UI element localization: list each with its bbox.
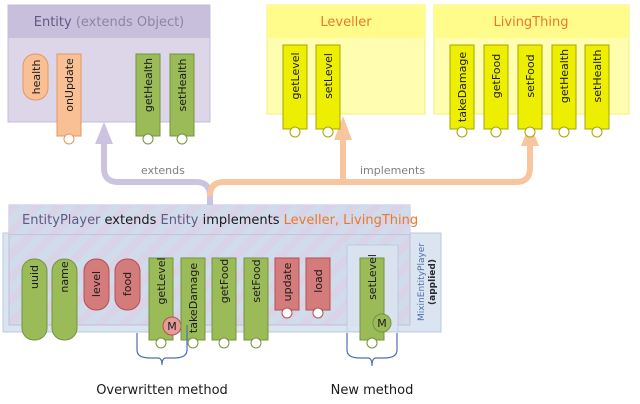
- implements-label: implements: [360, 164, 425, 177]
- svg-text:takeDamage: takeDamage: [456, 52, 469, 122]
- svg-text:getHealth: getHealth: [558, 49, 571, 103]
- entityplayer-method-setfood[interactable]: setFood: [243, 257, 269, 349]
- new-method-caption: New method: [331, 383, 414, 398]
- entity-method-onupdate[interactable]: onUpdate: [56, 53, 82, 145]
- new-method-brace: [346, 333, 398, 367]
- entityplayer-title: EntityPlayer extends Entity implements L…: [22, 213, 418, 228]
- method-port: [187, 337, 199, 349]
- svg-text:setHealth: setHealth: [591, 50, 604, 103]
- svg-text:update: update: [281, 262, 294, 301]
- svg-text:getLevel: getLevel: [289, 52, 302, 99]
- leveller-interface-box: Leveller getLevel setLevel: [266, 4, 426, 138]
- livingthing-interface-box: LivingThing takeDamage getFood setFood getH…: [433, 4, 630, 138]
- leveller-method-setlevel[interactable]: setLevel: [315, 44, 341, 138]
- svg-text:health: health: [30, 60, 43, 95]
- svg-text:name: name: [58, 261, 71, 292]
- svg-text:getFood: getFood: [490, 54, 503, 98]
- svg-text:getHealth: getHealth: [142, 58, 155, 112]
- implements-arrow: implements: [207, 116, 539, 197]
- entity-method-sethealth[interactable]: setHealth: [169, 53, 195, 145]
- svg-text:getFood: getFood: [218, 259, 231, 303]
- method-port: [281, 307, 293, 319]
- method-port: [312, 307, 324, 319]
- svg-text:setFood: setFood: [524, 54, 537, 97]
- entity-method-gethealth[interactable]: getHealth: [135, 53, 161, 145]
- svg-text:setFood: setFood: [250, 259, 263, 302]
- entity-field-health[interactable]: health: [22, 53, 49, 101]
- svg-text:load: load: [312, 269, 325, 293]
- entityplayer-method-update[interactable]: update: [274, 257, 300, 319]
- entityplayer-field-food[interactable]: food: [114, 258, 141, 311]
- method-port: [155, 337, 167, 349]
- livingthing-title: LivingThing: [494, 15, 569, 30]
- livingthing-method-takedamage[interactable]: takeDamage: [449, 44, 475, 138]
- svg-text:getLevel: getLevel: [155, 257, 168, 304]
- svg-text:setLevel: setLevel: [366, 254, 379, 300]
- entityplayer-field-uuid[interactable]: uuid: [21, 258, 48, 341]
- mixin-name: MixinEntityPlayer: [417, 243, 427, 321]
- method-port: [218, 337, 230, 349]
- method-port: [366, 337, 378, 349]
- livingthing-method-gethealth[interactable]: getHealth: [551, 44, 577, 138]
- svg-text:setHealth: setHealth: [176, 59, 189, 112]
- entityplayer-field-name[interactable]: name: [51, 258, 78, 341]
- mixin-marker-icon: M: [372, 313, 392, 333]
- svg-text:M: M: [167, 320, 177, 333]
- svg-text:onUpdate: onUpdate: [63, 58, 76, 112]
- implements-arrowhead-leveller: [334, 116, 352, 140]
- entityplayer-method-load[interactable]: load: [305, 257, 331, 319]
- mixin-marker-icon: M: [162, 316, 182, 336]
- livingthing-method-sethealth[interactable]: setHealth: [584, 44, 610, 138]
- svg-text:food: food: [121, 272, 134, 296]
- leveller-method-getlevel[interactable]: getLevel: [282, 44, 308, 138]
- extends-label: extends: [141, 164, 185, 177]
- method-port: [250, 337, 262, 349]
- svg-text:uuid: uuid: [28, 265, 41, 289]
- svg-text:takeDamage: takeDamage: [187, 263, 200, 333]
- entityplayer-field-level[interactable]: level: [83, 258, 110, 311]
- livingthing-method-setfood[interactable]: setFood: [517, 44, 543, 138]
- overwritten-method-caption: Overwritten method: [96, 383, 228, 398]
- entity-title: Entity (extends Object): [34, 15, 185, 30]
- leveller-title: Leveller: [320, 15, 372, 30]
- svg-text:level: level: [90, 271, 103, 297]
- svg-text:setLevel: setLevel: [322, 53, 335, 99]
- extends-arrowhead: [95, 122, 113, 144]
- livingthing-method-getfood[interactable]: getFood: [483, 44, 509, 138]
- entity-class-box: Entity (extends Object) health onUpdate …: [7, 4, 211, 145]
- overwritten-brace: [136, 325, 188, 366]
- entityplayer-method-getfood[interactable]: getFood: [211, 257, 237, 349]
- svg-text:M: M: [377, 317, 387, 330]
- mixin-status: (applied): [428, 259, 438, 305]
- entityplayer-method-takedamage[interactable]: takeDamage: [180, 257, 206, 349]
